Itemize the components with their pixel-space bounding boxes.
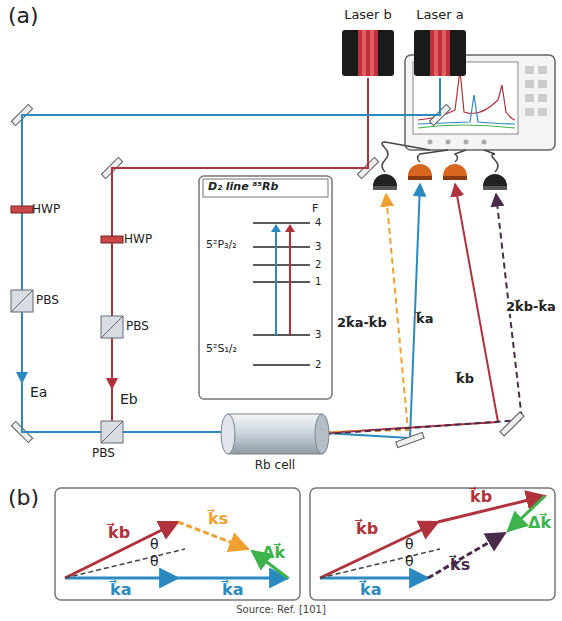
node-text: 3 [315,329,321,340]
node-text: θ [150,537,159,552]
laser-beam [22,78,440,432]
node-text: k⃗a [222,581,243,599]
node-text: 4 [315,217,321,228]
component-label: HWP [124,233,152,246]
node-text: k⃗b [470,488,492,506]
energy-level-inset: D₂ line ⁸⁵RbF 4 3 2 1 5²P₃/₂ 3 2 5²S₁/₂ [198,175,333,400]
node-text: k⃗s [450,556,470,574]
component-label: HWP [32,203,60,216]
field-label: Ea [30,385,47,400]
beam-label: k⃗b [456,372,474,386]
node-text: 1 [315,276,321,287]
node-text: θ [405,537,414,552]
node-text: F [312,203,318,215]
node-text: k⃗a [110,581,131,599]
beam-label: 2k⃗a-k⃗b [337,316,387,330]
panel-letter: (a) [8,4,39,28]
node-heading: k⃗b [356,520,378,538]
node-text: k⃗s [208,510,228,528]
node-text: Δk⃗ [528,514,551,532]
component-label: PBS [36,294,59,307]
node-text: 2 [315,359,321,370]
beam-label: 2k⃗b-k⃗a [506,300,556,314]
node-heading: k⃗b [108,524,130,542]
beam-label: k⃗a [416,312,433,326]
node-text: θ [150,554,159,569]
node-text: 3 [315,241,321,252]
node-heading: D₂ line ⁸⁵Rb [208,181,278,193]
component-label: PBS [92,447,115,460]
phase-matching-panel: k⃗b θθ k⃗sΔk⃗ k⃗a k⃗a [55,488,300,600]
field-label: Eb [120,392,138,407]
node-heading: Rb cell [255,459,295,472]
laser-source: Laser a [412,8,468,78]
laser-beam [112,78,368,432]
source-caption: Source: Ref. [101] [236,604,326,615]
node-text: k⃗a [360,581,381,599]
phase-matching-panel: k⃗bk⃗bΔk⃗θθk⃗ak⃗s [310,488,555,600]
node-text: 2 [315,259,321,270]
node-text: θ [405,554,414,569]
component-label: PBS [126,320,149,333]
laser-source: Laser b [340,8,396,78]
node-text: 5²P₃/₂ [206,239,237,251]
node-text: Δk⃗ [262,544,285,562]
node-text: 5²S₁/₂ [206,343,237,355]
rb-vapor-cell: Rb cell [220,412,330,476]
node-heading: Laser a [416,8,463,22]
panel-letter: (b) [8,486,39,510]
node-heading: Laser b [344,8,392,22]
